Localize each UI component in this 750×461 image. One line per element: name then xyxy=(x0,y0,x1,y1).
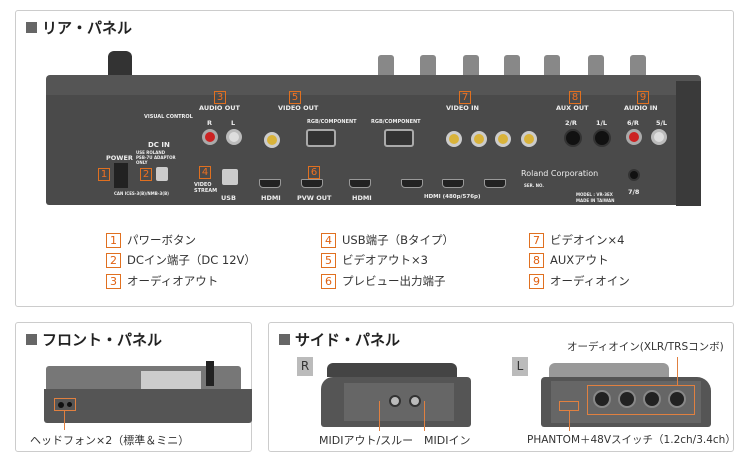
rear-device-video_in: VIDEO IN xyxy=(446,104,479,112)
rear-device-power: POWER xyxy=(106,154,133,162)
rear-legend-6-num: 7 xyxy=(529,232,544,248)
rear-legend-8-label: オーディオイン xyxy=(550,274,630,288)
front-panel-card: フロント・パネル ヘッドフォン×2（標準＆ミニ） xyxy=(15,322,252,452)
legend-item: 5 ビデオアウト×3 xyxy=(321,252,428,268)
side-title: サイド・パネル xyxy=(295,331,401,349)
right-side-badge: R xyxy=(297,357,313,376)
callout-number: 9 xyxy=(637,91,649,104)
rear-device-model: MODEL : VR-3EX xyxy=(576,192,613,197)
rear-device-hdmi: HDMI xyxy=(261,194,281,202)
rear-legend-5-num: 6 xyxy=(321,273,336,289)
rear-device-hdmi: HDMI xyxy=(352,194,372,202)
legend-item: 3 オーディオアウト xyxy=(106,273,218,289)
callout-number: 7 xyxy=(459,91,471,104)
rear-title: リア・パネル xyxy=(42,19,133,37)
callout-number: 6 xyxy=(308,166,320,179)
square-icon xyxy=(279,334,290,345)
legend-item: 9 オーディオイン xyxy=(529,273,630,289)
rear-device-dc_note: USE ROLAND PSB-7U ADAPTOR ONLY xyxy=(136,150,176,165)
rear-device-hdmi_in: HDMI (480p/576p) xyxy=(424,194,481,200)
rear-device-brand: Roland Corporation xyxy=(521,169,599,178)
square-icon xyxy=(26,22,37,33)
rear-device-aux_2r: 2/R xyxy=(565,119,577,127)
legend-item: 1 パワーボタン xyxy=(106,232,196,248)
rear-device-video_stream: VIDEO STREAM xyxy=(194,182,218,194)
callout-number: 4 xyxy=(199,166,211,179)
rear-device-visual_control: VISUAL CONTROL xyxy=(144,114,193,120)
rear-device-can: CAN ICES-3(B)/NMB-3(B) xyxy=(114,191,169,196)
rear-legend-0-label: パワーボタン xyxy=(127,233,196,247)
rear-legend-5-label: プレビュー出力端子 xyxy=(342,274,446,288)
midi-in-caption: MIDIイン xyxy=(424,434,471,447)
rear-device-audio_in: AUDIO IN xyxy=(624,104,658,112)
rear-legend-4-num: 5 xyxy=(321,252,336,268)
callout-number: 3 xyxy=(214,91,226,104)
rear-legend-1-label: DCイン端子（DC 12V） xyxy=(127,253,256,267)
legend-item: 7 ビデオイン×4 xyxy=(529,232,624,248)
rear-device-made_in: MADE IN TAIWAN xyxy=(576,198,615,203)
rear-legend-7-num: 8 xyxy=(529,252,544,268)
side-panel-title: サイド・パネル xyxy=(279,329,400,350)
rear-device-ser: SER. NO. xyxy=(524,183,544,188)
phantom-caption: PHANTOM＋48Vスイッチ（1.2ch/3.4ch） xyxy=(527,434,736,446)
rear-device-video_out: VIDEO OUT xyxy=(278,104,319,112)
square-icon xyxy=(26,334,37,345)
headphone-caption: ヘッドフォン×2（標準＆ミニ） xyxy=(30,434,190,447)
rear-device-audio_out: AUDIO OUT xyxy=(199,104,240,112)
callout-number: 5 xyxy=(289,91,301,104)
rear-device-pvw_out: PVW OUT xyxy=(297,194,332,202)
rear-legend-3-num: 4 xyxy=(321,232,336,248)
rear-legend-8-num: 9 xyxy=(529,273,544,289)
callout-number: 8 xyxy=(569,91,581,104)
rear-device-aux_1l: 1/L xyxy=(596,119,608,127)
audio-in-caption: オーディオイン(XLR/TRSコンボ) xyxy=(567,341,724,353)
rear-device-in_78: 7/8 xyxy=(628,188,640,196)
callout-number: 1 xyxy=(98,168,110,181)
left-side-badge: L xyxy=(512,357,528,376)
rear-legend-6-label: ビデオイン×4 xyxy=(550,233,625,247)
rear-legend-3-label: USB端子（Bタイプ） xyxy=(342,233,454,247)
rear-device-r: R xyxy=(207,119,213,127)
rear-legend-2-num: 3 xyxy=(106,273,121,289)
rear-legend-7-label: AUXアウト xyxy=(550,253,609,267)
rear-device-l: L xyxy=(231,119,236,127)
rear-device-rgb_component: RGB/COMPONENT xyxy=(371,119,421,125)
midi-out-caption: MIDIアウト/スルー xyxy=(319,434,414,447)
legend-item: 4 USB端子（Bタイプ） xyxy=(321,232,454,248)
front-panel-title: フロント・パネル xyxy=(26,329,162,350)
rear-panel-title: リア・パネル xyxy=(26,17,132,38)
rear-device-usb: USB xyxy=(221,194,236,202)
rear-legend-0-num: 1 xyxy=(106,232,121,248)
rear-legend-2-label: オーディオアウト xyxy=(127,274,219,288)
rear-device-rgb_component: RGB/COMPONENT xyxy=(307,119,357,125)
legend-item: 8 AUXアウト xyxy=(529,252,609,268)
rear-device-in_6r: 6/R xyxy=(627,119,639,127)
rear-device-aux_out: AUX OUT xyxy=(556,104,589,112)
legend-item: 2 DCイン端子（DC 12V） xyxy=(106,252,256,268)
rear-legend-1-num: 2 xyxy=(106,252,121,268)
legend-item: 6 プレビュー出力端子 xyxy=(321,273,446,289)
rear-device-dc_in: DC IN xyxy=(148,141,170,149)
front-title: フロント・パネル xyxy=(42,331,163,349)
callout-number: 2 xyxy=(140,168,152,181)
side-panel-card: サイド・パネル R L オーディオイン(XLR/TRSコンボ) MIDIアウト/… xyxy=(268,322,736,452)
rear-device-in_5l: 5/L xyxy=(656,119,668,127)
rear-legend-4-label: ビデオアウト×3 xyxy=(342,253,428,267)
